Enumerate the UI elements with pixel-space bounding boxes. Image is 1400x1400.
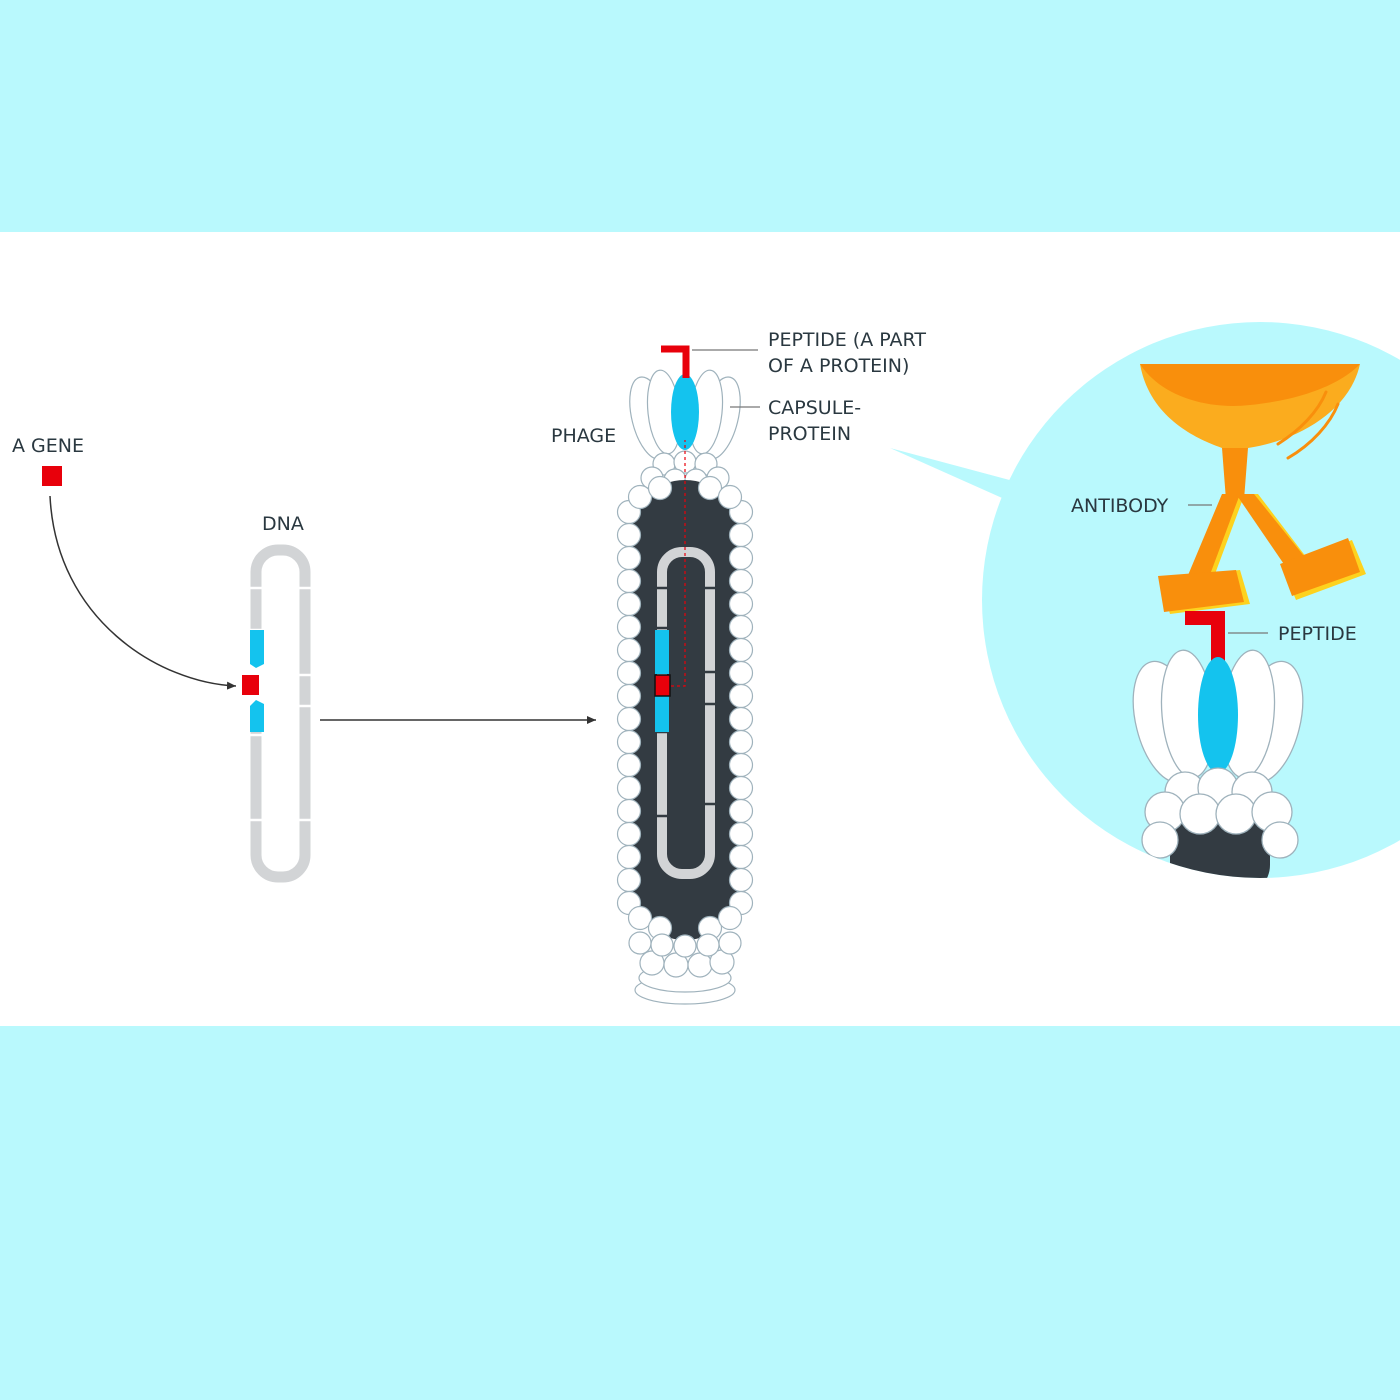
phage-dna-dividers [654,586,718,818]
antibody-label: ANTIBODY [1071,495,1169,517]
coat-protein [717,905,743,931]
displayed-capsule-protein [671,374,699,450]
zoomed-head-proteins [1141,767,1299,859]
coat-protein [616,706,642,732]
coat-protein [728,545,754,571]
peptide-label-line2: OF A PROTEIN) [768,355,909,377]
phage-gene-insert [654,674,671,697]
zoomed-displayed-protein [1198,657,1238,773]
gene-group: A GENE [12,435,237,690]
phage-coat-proteins [616,475,754,941]
coat-protein [616,591,642,617]
coat-protein [616,821,642,847]
coat-protein [616,752,642,778]
coat-protein [616,683,642,709]
coat-protein [728,867,754,893]
dna-group: DNA [242,513,312,883]
coat-protein [728,683,754,709]
zoomed-peptide-label: PEPTIDE [1278,623,1357,645]
coat-protein [616,729,642,755]
coat-protein [697,475,723,501]
coat-protein [728,775,754,801]
coat-protein [728,660,754,686]
coat-protein [728,568,754,594]
coat-protein [728,706,754,732]
coat-protein [616,775,642,801]
coat-protein [728,614,754,640]
coat-protein [616,568,642,594]
insertion-arrow [49,495,237,690]
coat-protein [627,905,653,931]
coat-protein [728,798,754,824]
zoom-content [1132,364,1366,878]
coat-protein [717,484,743,510]
gene-square [42,466,62,486]
coat-protein [728,591,754,617]
coat-protein [616,798,642,824]
coat-protein [647,475,673,501]
peptide-label-line1: PEPTIDE (A PART [768,329,926,351]
capsule-label-line1: CAPSULE- [768,397,861,419]
phage-label: PHAGE [551,425,616,447]
coat-protein [616,545,642,571]
coat-protein [616,522,642,548]
coat-protein [627,484,653,510]
coat-protein [616,867,642,893]
expression-dashed-line [671,440,686,687]
capsule-label-line2: PROTEIN [768,423,851,445]
dna-cut-end-top [250,630,264,668]
coat-protein [728,637,754,663]
dna-cut-end-bottom [250,700,264,732]
gene-insert [242,675,259,695]
zoom-pointer [890,448,1032,506]
phage-insert-flank-bottom [655,696,669,732]
phage-group: PHAGE [551,329,926,1005]
peptide-on-phage [661,345,690,378]
gene-label: A GENE [12,435,84,457]
coat-protein [616,614,642,640]
phage-tail-proteins [628,931,742,1005]
coat-protein [616,844,642,870]
coat-protein [728,752,754,778]
coat-protein [728,844,754,870]
coat-protein [728,821,754,847]
coat-protein [728,729,754,755]
coat-protein [616,637,642,663]
dna-label: DNA [262,513,304,535]
antibody [1140,364,1366,614]
antibody-motion-lines [1276,390,1340,460]
zoomed-peptide [1185,611,1225,664]
phage-insert-flank-top [655,630,669,674]
coat-protein [728,522,754,548]
coat-protein [616,660,642,686]
